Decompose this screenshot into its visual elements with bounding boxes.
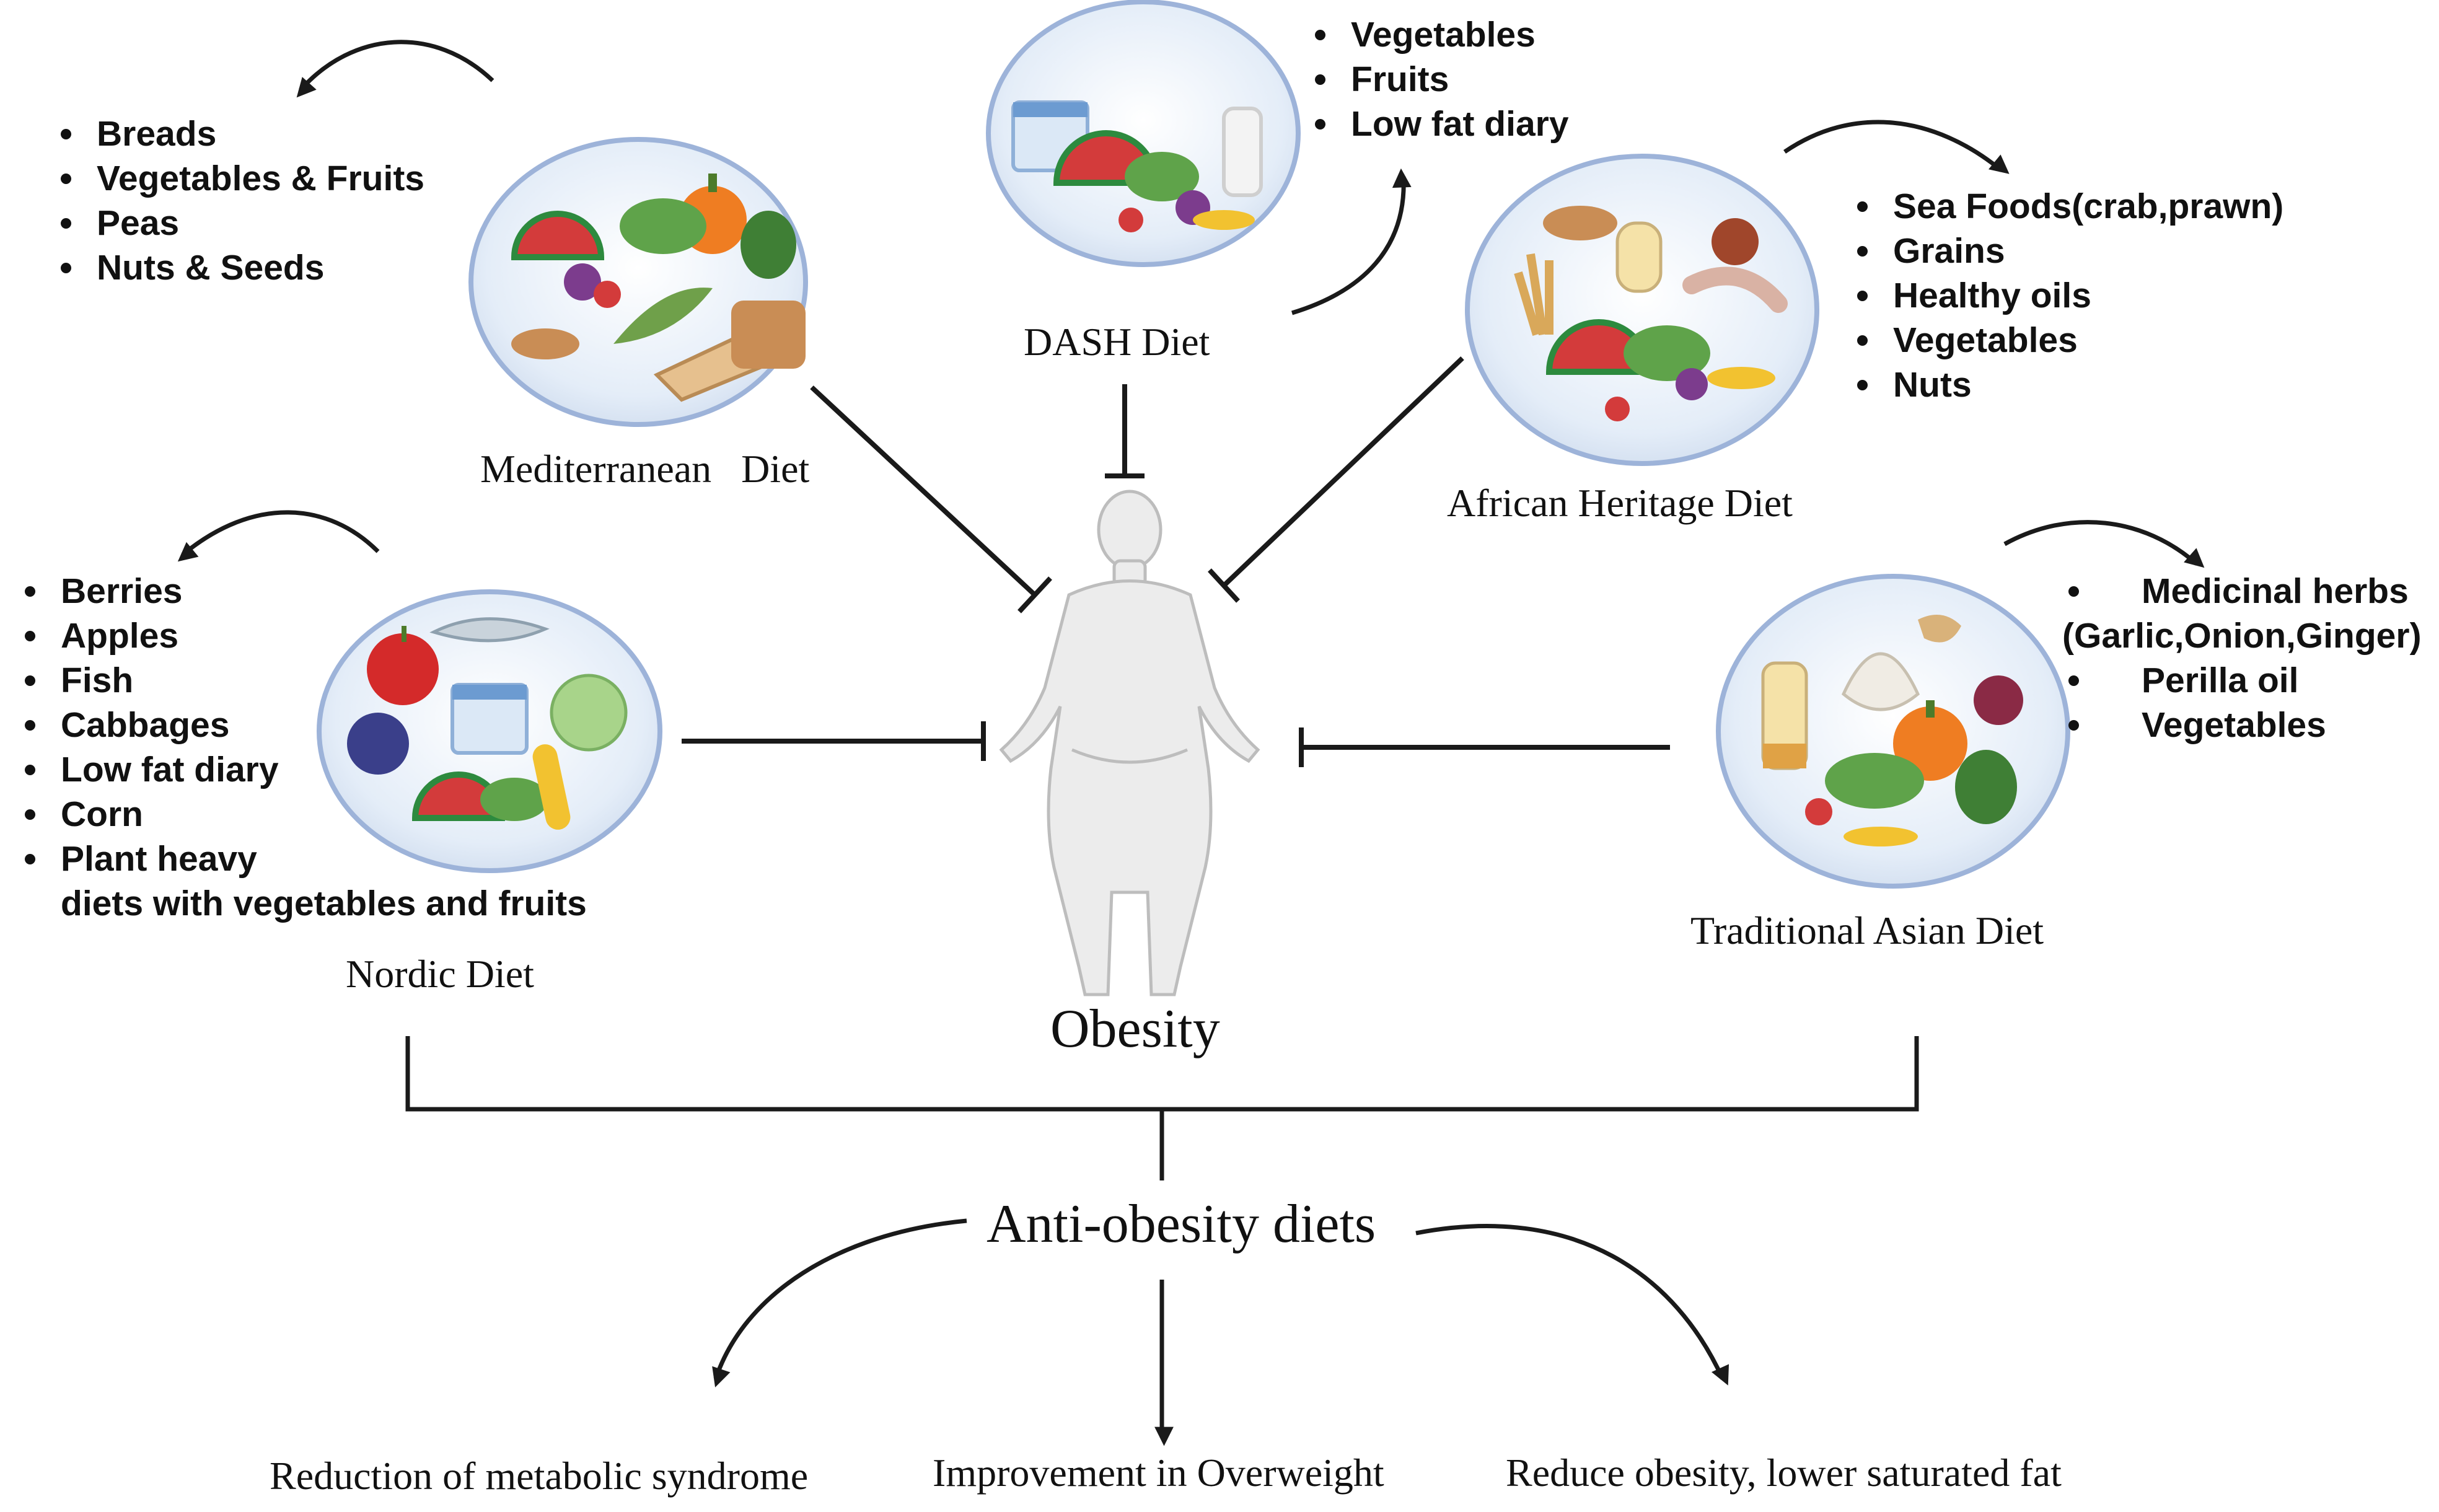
inhibition-lines bbox=[682, 356, 1670, 767]
outcome-arrow-left bbox=[712, 1218, 967, 1387]
outcome-metabolic-syndrome: Reduction of metabolic syndrome bbox=[270, 1454, 809, 1498]
outcome-overweight: Improvement in Overweight bbox=[933, 1451, 1384, 1495]
diet-name-asian: Traditional Asian Diet bbox=[1690, 908, 2044, 952]
anti-obesity-diets-label: Anti-obesity diets bbox=[987, 1194, 1376, 1254]
med-to-obesity-line bbox=[810, 385, 1037, 597]
list-item: Vegetables & Fruits bbox=[55, 156, 424, 201]
med-list-arrow bbox=[296, 40, 494, 98]
list-item: Nuts & Seeds bbox=[55, 245, 424, 290]
nordic-item-list: Berries Apples Fish Cabbages Low fat dia… bbox=[19, 569, 587, 926]
list-item: Medicinal herbs bbox=[2062, 569, 2422, 613]
list-item: Sea Foods(crab,prawn) bbox=[1851, 184, 2283, 229]
african-to-obesity-line bbox=[1222, 356, 1464, 587]
list-item: Fruits bbox=[1309, 57, 1569, 102]
plate-nordic bbox=[317, 589, 662, 873]
dash-list-arrow bbox=[1291, 168, 1412, 315]
list-item: Peas bbox=[55, 201, 424, 245]
list-item-continuation: diets with vegetables and fruits bbox=[61, 884, 587, 923]
list-item: Berries bbox=[19, 569, 587, 613]
list-item: Apples bbox=[19, 613, 587, 658]
list-item: Breads bbox=[55, 112, 424, 156]
outcome-arrows bbox=[712, 1218, 1729, 1446]
list-item: Nuts bbox=[1851, 363, 2283, 407]
plate-asian bbox=[1716, 574, 2070, 889]
list-item: Vegetables bbox=[2062, 703, 2422, 747]
list-item: Vegetables bbox=[1309, 12, 1569, 57]
list-item: Plant heavy bbox=[19, 837, 587, 881]
body-figure bbox=[999, 490, 1260, 996]
outcome-arrow-right bbox=[1415, 1224, 1729, 1386]
list-item: Grains bbox=[1851, 229, 2283, 273]
nordic-list-arrow bbox=[177, 510, 380, 562]
bracket bbox=[405, 1036, 1919, 1180]
asian-item-list: Medicinal herbs (Garlic,Onion,Ginger) Pe… bbox=[2062, 569, 2422, 747]
dash-item-list: Vegetables Fruits Low fat diary bbox=[1309, 12, 1569, 146]
diet-name-african: African Heritage Diet bbox=[1447, 481, 1793, 525]
african-list-arrow bbox=[1783, 120, 2010, 174]
diet-name-mediterranean: Mediterranean Diet bbox=[480, 447, 810, 491]
list-item: Low fat diary bbox=[1309, 102, 1569, 146]
diet-name-nordic: Nordic Diet bbox=[346, 952, 534, 996]
outcome-saturated-fat: Reduce obesity, lower saturated fat bbox=[1506, 1451, 2062, 1495]
list-item: Low fat diary bbox=[19, 747, 587, 792]
plate-dash bbox=[986, 0, 1301, 267]
med-tbar bbox=[1017, 576, 1052, 613]
african-tbar bbox=[1208, 568, 1240, 603]
mediterranean-item-list: Breads Vegetables & Fruits Peas Nuts & S… bbox=[55, 112, 424, 290]
plate-mediterranean bbox=[468, 137, 808, 427]
obesity-label: Obesity bbox=[1050, 999, 1220, 1059]
list-item: Cabbages bbox=[19, 703, 587, 747]
african-item-list: Sea Foods(crab,prawn) Grains Healthy oil… bbox=[1851, 184, 2283, 407]
list-item: Fish bbox=[19, 658, 587, 703]
list-item: Healthy oils bbox=[1851, 273, 2283, 318]
asian-list-arrow bbox=[2003, 520, 2205, 568]
list-arrows bbox=[177, 40, 2205, 568]
plate-african bbox=[1465, 154, 1819, 466]
diet-name-dash: DASH Diet bbox=[1024, 320, 1210, 364]
list-item: Vegetables bbox=[1851, 318, 2283, 363]
list-item: Corn bbox=[19, 792, 587, 837]
list-item: Perilla oil bbox=[2062, 658, 2422, 703]
list-item-continuation: (Garlic,Onion,Ginger) bbox=[2062, 616, 2422, 656]
